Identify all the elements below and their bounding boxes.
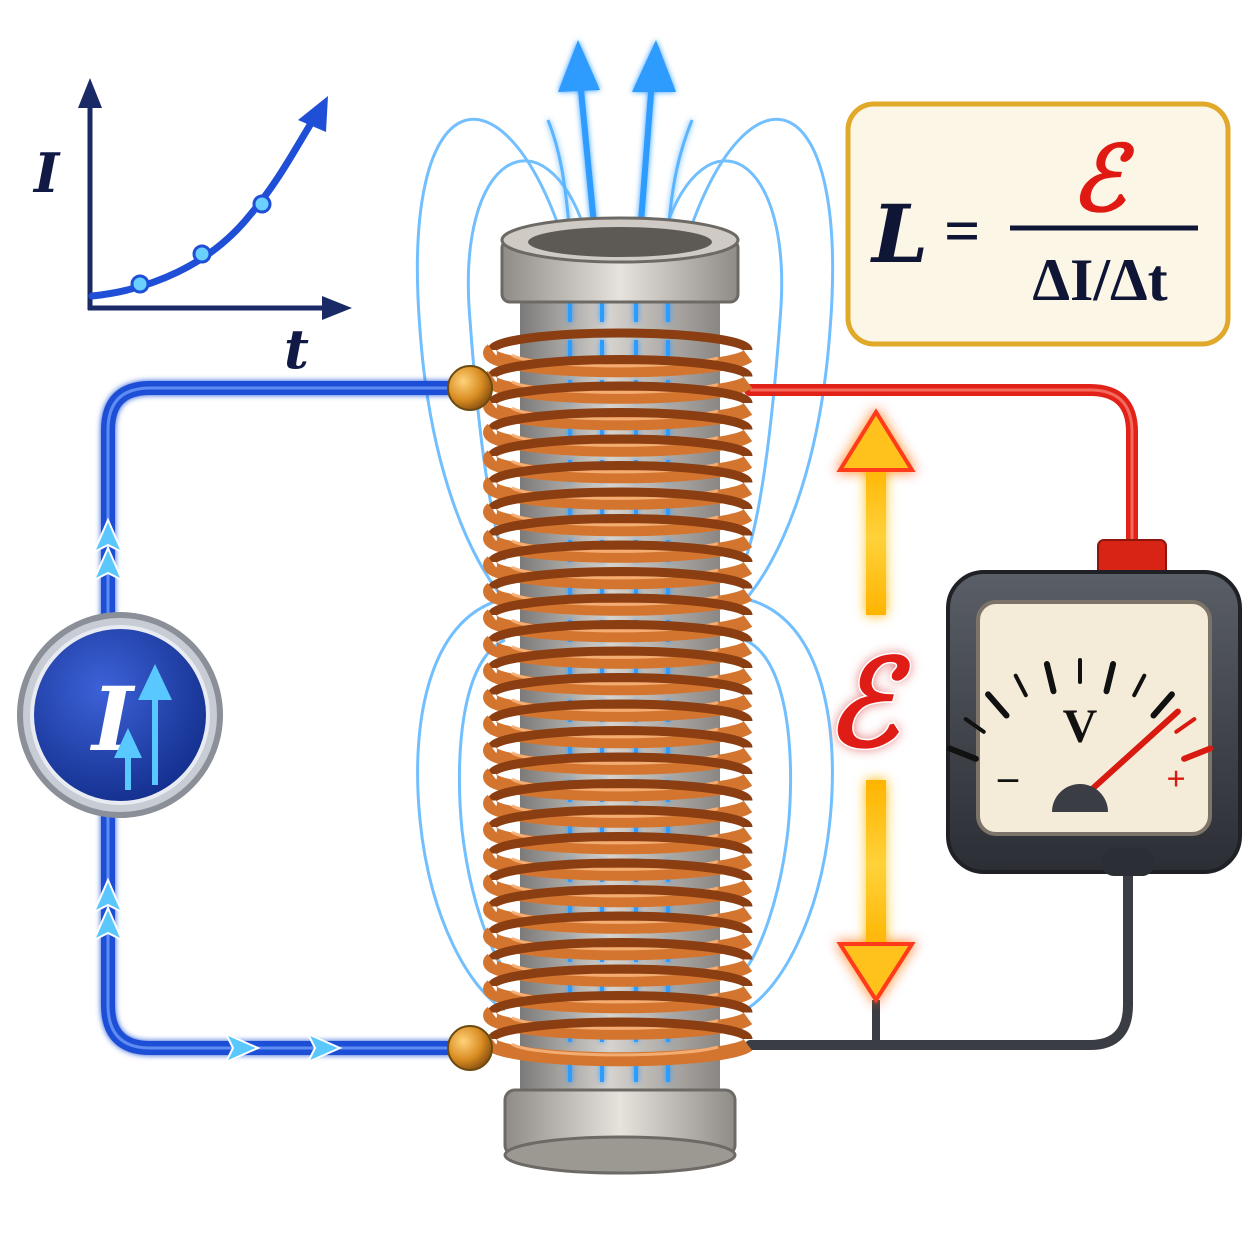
- coil-turn: [483, 1033, 753, 1067]
- field-line-outer-left: [415, 117, 562, 601]
- magnetic-field-lines: [415, 117, 835, 1012]
- voltmeter-tick: [1132, 673, 1147, 698]
- coil-turn-back: [487, 487, 753, 511]
- coil-turn-back: [487, 832, 753, 856]
- voltmeter-tick: [985, 691, 1010, 719]
- voltmeter-tick: [1103, 661, 1117, 695]
- coil-turn-back: [487, 858, 753, 882]
- voltmeter-dark-terminal: [1102, 848, 1154, 876]
- formula-denominator: ΔI/Δt: [1032, 247, 1167, 313]
- coil-turn-back: [487, 1017, 753, 1041]
- coil-turn-back: [487, 514, 753, 538]
- coil-turn-back: [487, 911, 753, 935]
- coil-turn-back: [487, 593, 753, 617]
- curve-point: [252, 194, 272, 214]
- field-line-outer-right: [688, 117, 835, 601]
- voltmeter-tick: [1181, 745, 1214, 762]
- voltmeter-tick: [963, 717, 986, 734]
- y-axis-arrow-icon: [78, 78, 102, 108]
- field-arrow-left-icon: [558, 40, 600, 92]
- coil-turn-back: [487, 646, 753, 670]
- emf-arrow-up-icon: [836, 408, 916, 472]
- right-arrow-icon: [305, 1031, 343, 1065]
- field-line-inner-left: [466, 159, 587, 561]
- voltmeter-tick: [1013, 673, 1028, 698]
- up-arrow-icon: [91, 545, 125, 583]
- coil-turn-back: [487, 620, 753, 644]
- coil-turn-back: [487, 752, 753, 776]
- coil-turn-back: [487, 540, 753, 564]
- coil-turn-back: [487, 434, 753, 458]
- voltmeter-tick: [1174, 717, 1197, 734]
- voltmeter-scale: [946, 658, 1214, 762]
- voltmeter-minus: –: [997, 754, 1019, 799]
- coil-turn-back: [487, 567, 753, 591]
- current-curve: [88, 108, 322, 300]
- coil-turn-back: [487, 779, 753, 803]
- graph-y-label: I: [32, 141, 61, 205]
- field-line-lower-right: [744, 598, 834, 1012]
- coil-turn-back: [487, 938, 753, 962]
- coil-turn-back: [487, 805, 753, 829]
- coil-turn-back: [487, 991, 753, 1015]
- up-arrow-icon: [91, 905, 125, 943]
- coil-turn-back: [487, 964, 753, 988]
- emf-arrow-down-icon: [836, 942, 916, 1004]
- formula-equals: =: [944, 195, 980, 266]
- up-arrows-icon: [114, 664, 172, 790]
- curve-arrow-icon: [298, 96, 328, 132]
- coil-turn-back: [487, 461, 753, 485]
- voltmeter-tick: [946, 745, 979, 762]
- coil-turn-back: [487, 885, 753, 909]
- current-direction-arrows: [91, 517, 343, 1065]
- current-source: I: [17, 612, 223, 818]
- right-arrow-icon: [223, 1031, 261, 1065]
- coil-windings: [483, 328, 753, 1067]
- voltmeter-pivot: [1052, 784, 1108, 812]
- voltmeter: V – +: [946, 539, 1242, 876]
- coil-turn-highlight: [511, 1042, 719, 1057]
- field-line-lower-right-inner: [743, 638, 793, 971]
- field-arrow-right-icon: [632, 40, 676, 92]
- up-arrow-icon: [91, 877, 125, 915]
- curve-point: [192, 244, 212, 264]
- top-terminal: [447, 365, 493, 411]
- coil-turn-back: [487, 408, 753, 432]
- inductance-formula: L = ℰ ΔI/Δt: [845, 101, 1231, 347]
- voltmeter-face: [976, 600, 1212, 836]
- emf-arrow: [836, 408, 916, 1004]
- voltmeter-plus: +: [1166, 761, 1185, 798]
- formula-numerator: ℰ: [1071, 126, 1135, 232]
- voltmeter-needle: [1077, 708, 1181, 803]
- voltmeter-tick: [1150, 691, 1175, 719]
- coil-turn-back: [487, 328, 753, 352]
- coil-turn-back: [487, 699, 753, 723]
- voltmeter-unit: V: [1063, 700, 1098, 753]
- curve-point: [130, 274, 150, 294]
- formula-lhs: L: [870, 187, 928, 281]
- graph-x-label: t: [284, 317, 309, 381]
- coil-turn-back: [487, 673, 753, 697]
- field-line-inner-right: [663, 159, 784, 561]
- up-arrow-icon: [91, 517, 125, 555]
- coil-turn-back: [487, 381, 753, 405]
- x-axis-arrow-icon: [322, 296, 352, 320]
- field-line-lower-left: [416, 598, 506, 1012]
- solenoid: [483, 216, 753, 1175]
- field-arrows: [546, 40, 694, 236]
- coil-turn-back: [487, 726, 753, 750]
- coil-turn-back: [487, 355, 753, 379]
- current-time-graph: I t: [32, 78, 352, 381]
- bottom-terminal: [447, 1025, 493, 1071]
- voltmeter-tick: [1043, 661, 1057, 695]
- wire-dark: [745, 855, 1133, 1050]
- emf-symbol: ℰ: [826, 633, 912, 774]
